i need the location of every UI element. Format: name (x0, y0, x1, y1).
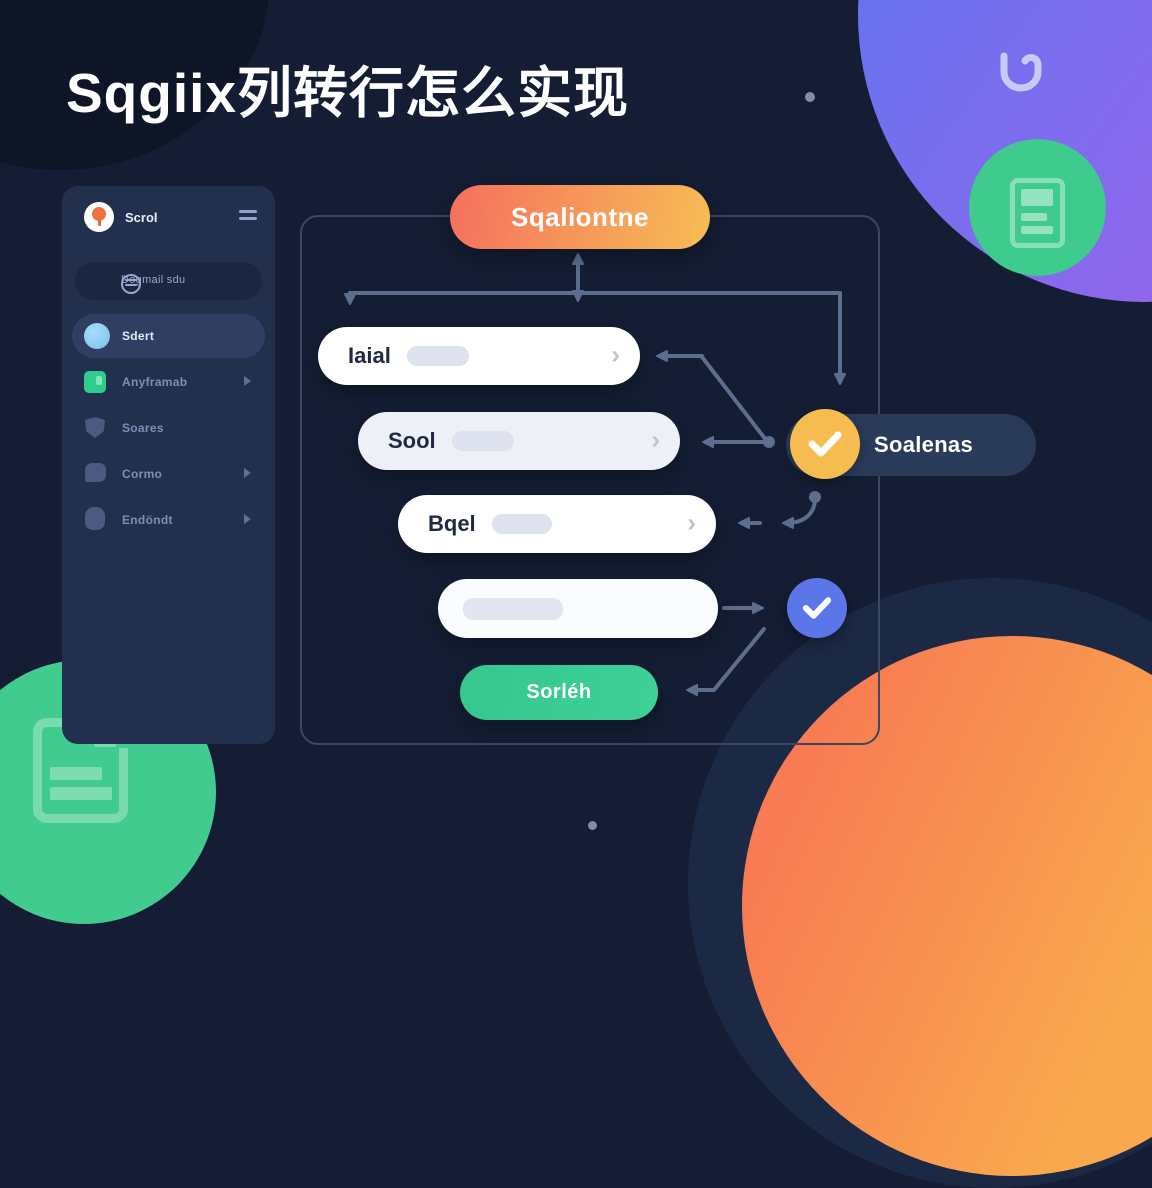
placeholder-bar (451, 431, 514, 451)
sidebar-item-soares[interactable]: Soares (72, 406, 265, 450)
search-label: Dogmail sdu (121, 274, 186, 286)
filter-icon (121, 274, 141, 294)
chat-icon (85, 463, 106, 482)
chevron-right-icon: › (651, 424, 660, 455)
action-button[interactable]: Sorléh (460, 665, 658, 720)
bubble-icon (85, 507, 105, 530)
sidebar-item-cormo[interactable]: Cormo (72, 452, 265, 496)
decor-dot (805, 92, 815, 102)
document-icon (1010, 178, 1065, 248)
green-blob-top-right (969, 139, 1106, 276)
flow-result-node[interactable]: Soalenas (786, 409, 1036, 479)
flow-result-label: Soalenas (874, 432, 974, 457)
flow-step-empty[interactable] (438, 579, 718, 638)
page-title: Sqgiix列转行怎么实现 (66, 62, 630, 124)
check-icon (790, 409, 860, 479)
blue-dot-icon (84, 323, 110, 349)
shield-icon (85, 417, 105, 438)
chevron-right-icon (244, 468, 251, 478)
sidebar-header: Scrol (62, 186, 275, 242)
chevron-right-icon: › (687, 507, 696, 538)
placeholder-bar (406, 346, 469, 366)
menu-icon[interactable] (239, 210, 257, 224)
flow-step-iaial[interactable]: Iaial › (318, 327, 640, 385)
sidebar-item-sdert[interactable]: Sdert (72, 314, 265, 358)
pin-icon (92, 207, 106, 221)
decor-dot (588, 821, 597, 830)
approved-check-icon (787, 578, 847, 638)
chevron-right-icon: › (611, 339, 620, 370)
sidebar-search[interactable]: Dogmail sdu (75, 262, 262, 300)
sidebar-item-anyframab[interactable]: Anyframab (72, 360, 265, 404)
flow-step-bqel[interactable]: Bqel › (398, 495, 716, 553)
sidebar-item-endondt[interactable]: Endöndt (72, 498, 265, 542)
flow-root-node[interactable]: Sqaliontne (450, 185, 710, 249)
undo-icon (1000, 52, 1042, 92)
placeholder-bar (463, 597, 563, 620)
flow-root-label: Sqaliontne (511, 201, 649, 232)
brand-logo (84, 202, 114, 232)
brand-name: Scrol (125, 210, 158, 225)
action-button-label: Sorléh (526, 681, 592, 703)
chevron-right-icon (244, 376, 251, 386)
sidebar: Scrol Dogmail sdu Sdert Anyframab Soares… (62, 186, 275, 744)
placeholder-bar (491, 514, 552, 534)
flow-step-sool[interactable]: Sool › (358, 412, 680, 470)
chevron-right-icon (244, 514, 251, 524)
green-tag-icon (84, 371, 106, 393)
